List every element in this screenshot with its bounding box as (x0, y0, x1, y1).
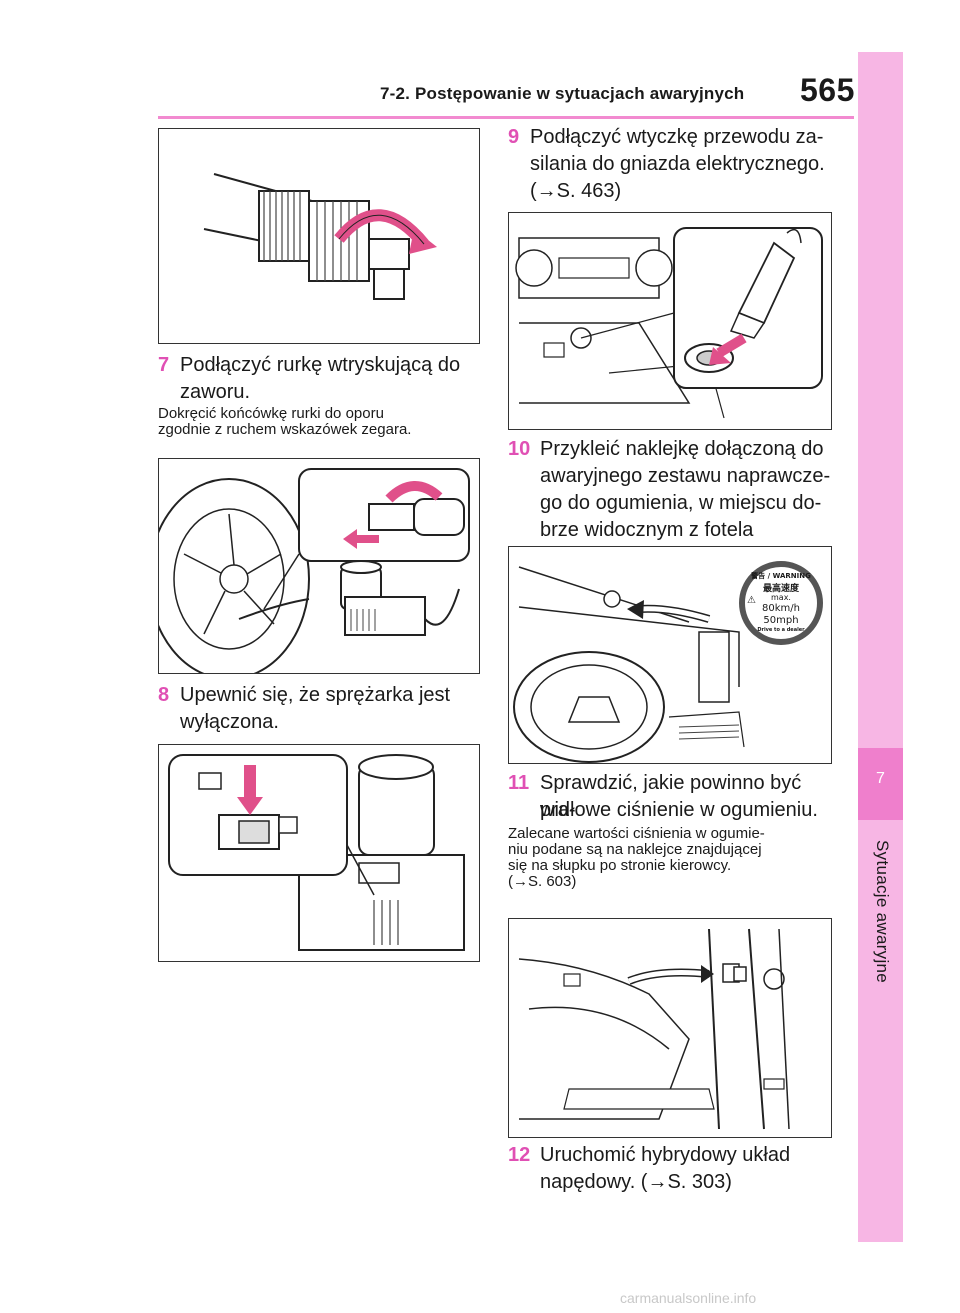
step-text-line: napędowy. (→S. 303) (540, 1171, 732, 1193)
step-text-line: awaryjnego zestawu naprawcze- (540, 465, 831, 487)
sticker-top-text: 警告 / WARNING (751, 572, 811, 580)
power-socket-illustration (515, 227, 823, 419)
hose-illustration (203, 173, 437, 300)
step-text-line: Uruchomić hybrydowy układ (540, 1144, 791, 1166)
chapter-tab-active[interactable] (858, 748, 903, 820)
step-7-note: Dokręcić końcówkę rurki do oporu zgodnie… (158, 405, 412, 438)
sticker-speed-mph: 50mph (763, 615, 799, 626)
figure-hose-tighten (158, 128, 480, 344)
step-text-line: Podłączyć wtyczkę przewodu za- (530, 126, 824, 148)
step-text-line: wyłączona. (180, 711, 279, 733)
step-text-line: Podłączyć rurkę wtryskującą do (180, 354, 461, 376)
chapter-title: Sytuacje awaryjne (873, 840, 892, 984)
step-7: 7 Podłączyć rurkę wtryskującą do zaworu. (158, 352, 478, 408)
figure-door-pillar (508, 918, 832, 1138)
figure-compressor-switch (158, 744, 480, 962)
step-text-line: Przykleić naklejkę dołączoną do (540, 438, 824, 460)
watermark: carmanualsonline.info (620, 1290, 757, 1306)
step-9: 9 Podłączyć wtyczkę przewodu za- silania… (508, 124, 838, 208)
figure-power-socket (508, 212, 832, 430)
step-11: 11 Sprawdzić, jakie powinno być pra- wid… (508, 770, 838, 826)
chapter-number: 7 (876, 770, 885, 787)
step-8: 8 Upewnić się, że sprężarka jest wyłączo… (158, 682, 478, 738)
step-text-line: (→S. 463) (530, 180, 622, 202)
step-text-line: Upewnić się, że sprężarka jest (180, 684, 451, 706)
step-text-line: Sprawdzić, jakie powinno być pra- (540, 772, 802, 821)
speed-warning-sticker: 警告 / WARNING 最高速度 max. 80km/h 50mph Driv… (739, 561, 823, 645)
sticker-speed-kmh: 80km/h (762, 603, 800, 614)
warning-icon: ⚠ (747, 595, 756, 606)
step-number: 12 (508, 1144, 531, 1166)
tire-compressor-illustration (159, 468, 470, 673)
sticker-bottom-text: Drive to a dealer (757, 627, 805, 633)
step-11-note: Zalecane wartości ciśnienia w ogumie- ni… (508, 825, 765, 890)
figure-tire-compressor (158, 458, 480, 674)
step-text-line: widłowe ciśnienie w ogumieniu. (540, 799, 818, 821)
door-pillar-illustration (518, 928, 790, 1130)
header-divider (158, 116, 854, 119)
step-12: 12 Uruchomić hybrydowy układ napędowy. (… (508, 1142, 838, 1198)
page-number: 565 (800, 72, 855, 108)
figure-dashboard-sticker: 警告 / WARNING 最高速度 max. 80km/h 50mph Driv… (508, 546, 832, 764)
step-number: 11 (508, 772, 530, 794)
step-text-line: zaworu. (180, 381, 251, 403)
step-number: 8 (158, 684, 170, 706)
section-title: 7-2. Postępowanie w sytuacjach awaryjnyc… (380, 84, 745, 103)
chapter-tab-strip (858, 52, 903, 1242)
step-number: 10 (508, 438, 531, 460)
sticker-kanji: 最高速度 (762, 584, 799, 594)
step-text-line: go do ogumienia, w miejscu do- (540, 492, 822, 514)
dashboard-illustration (513, 566, 745, 763)
step-text-line: silania do gniazda elektrycznego. (530, 153, 825, 175)
compressor-switch-illustration (168, 754, 465, 951)
sticker-max-label: max. (771, 593, 791, 602)
step-number: 9 (508, 126, 520, 148)
step-10: 10 Przykleić naklejkę dołączoną do awary… (508, 436, 838, 568)
step-number: 7 (158, 354, 170, 376)
